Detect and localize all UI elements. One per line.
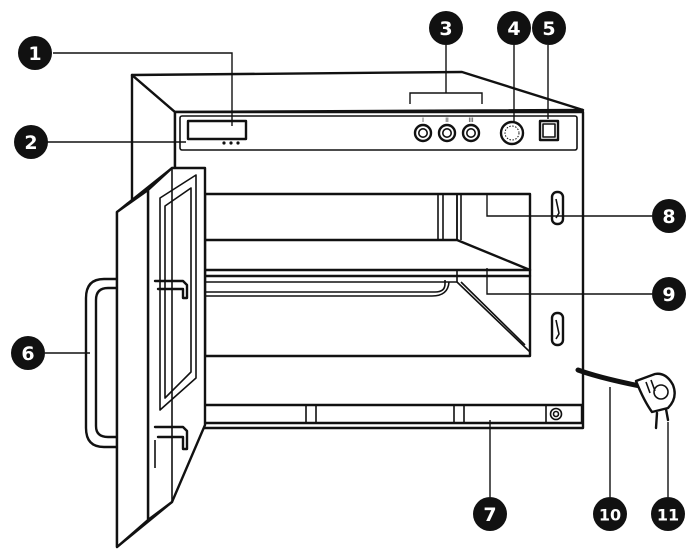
oven-shelf — [203, 238, 532, 278]
open-door — [84, 166, 207, 549]
callout-3: 3 — [429, 11, 463, 45]
callout-9: 9 — [652, 277, 686, 311]
door-hook-lower — [153, 425, 189, 451]
control-panel-strip — [179, 115, 578, 151]
foot — [549, 407, 563, 421]
cabinet-top — [130, 70, 585, 114]
callout-1: 1 — [18, 36, 52, 70]
power-switch[interactable] — [538, 119, 560, 142]
air-vent — [315, 404, 455, 424]
callout-7-label: 7 — [483, 504, 496, 526]
indicator-light — [222, 141, 226, 145]
oven-base — [178, 403, 584, 425]
door-window — [159, 174, 197, 411]
callout-1-label: 1 — [28, 43, 41, 65]
callout-9-label: 9 — [662, 284, 675, 306]
callout-7: 7 — [473, 497, 507, 531]
power-level-button[interactable] — [413, 123, 433, 143]
callout-6-label: 6 — [21, 343, 34, 365]
control-panel: I II III — [179, 115, 578, 151]
callout-5-label: 5 — [542, 18, 555, 40]
door-handle — [84, 277, 119, 449]
button-label-1: I — [422, 117, 424, 124]
indicator-light — [236, 141, 240, 145]
callout-4: 4 — [497, 11, 531, 45]
callout-11: 11 — [651, 497, 685, 531]
power-cord — [575, 367, 643, 389]
indicator-light — [229, 141, 233, 145]
door-hook-upper — [153, 279, 189, 300]
power-level-button[interactable] — [461, 123, 481, 143]
callout-2: 2 — [14, 125, 48, 159]
door-latch-lower — [550, 311, 565, 347]
callout-8: 8 — [652, 199, 686, 233]
power-level-button[interactable] — [437, 123, 457, 143]
leader-9 — [486, 268, 652, 295]
door-front — [115, 188, 150, 549]
callout-5: 5 — [532, 11, 566, 45]
leader-lines — [45, 45, 669, 497]
button-label-3: III — [468, 117, 474, 124]
display-window — [186, 119, 248, 141]
leader-1 — [53, 52, 233, 126]
callout-8-label: 8 — [662, 206, 675, 228]
air-vent — [463, 404, 547, 424]
callout-11-label: 11 — [657, 506, 679, 525]
callout-3-label: 3 — [439, 18, 452, 40]
callout-4-label: 4 — [507, 18, 520, 40]
callout-6: 6 — [11, 336, 45, 370]
button-label-2: II — [445, 117, 449, 124]
power-plug-icon — [634, 372, 676, 430]
callout-10-label: 10 — [599, 506, 621, 525]
callout-2-label: 2 — [24, 132, 37, 154]
leader-8 — [486, 195, 652, 217]
callout-10: 10 — [593, 497, 627, 531]
timer-knob[interactable] — [499, 120, 525, 146]
